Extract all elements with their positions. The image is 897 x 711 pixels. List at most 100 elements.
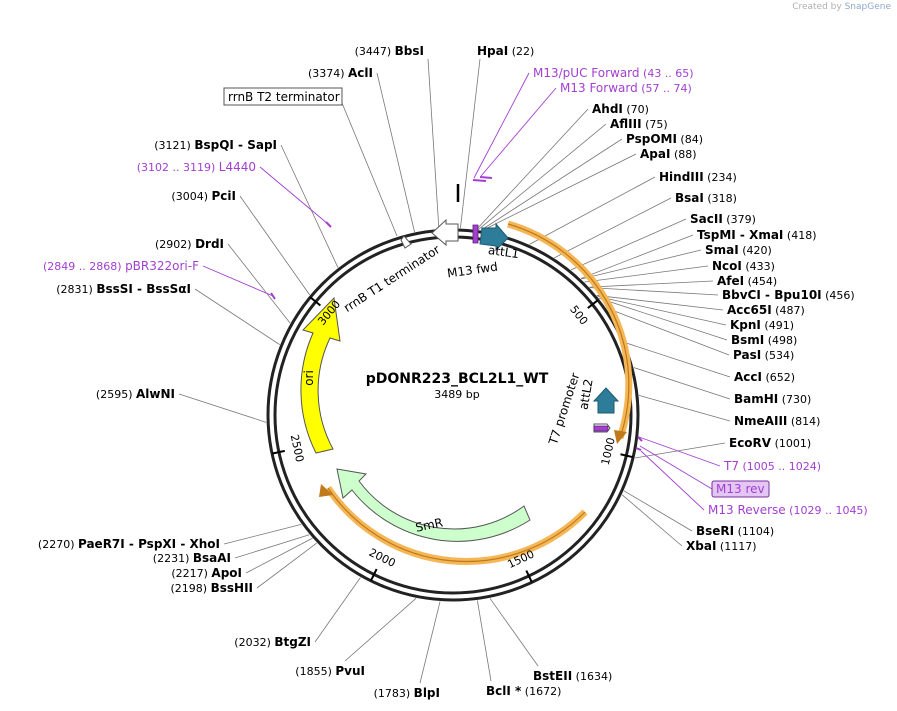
ori-feature[interactable]: ori xyxy=(300,296,341,454)
attl1-feature[interactable]: attL1 xyxy=(479,222,520,261)
site-paer7i[interactable]: (2270) PaeR7I - PspXI - XhoI xyxy=(38,537,220,551)
site-label: AccI (652) xyxy=(734,370,795,384)
enzyme-name: DrdI xyxy=(195,237,224,251)
site-bcli[interactable]: BclI * (1672) xyxy=(486,684,561,698)
site-apoi[interactable]: (2217) ApoI xyxy=(171,566,242,580)
smr-feature[interactable]: SmR xyxy=(336,468,531,542)
site-bamhi[interactable]: BamHI (730) xyxy=(734,392,811,406)
primer-m13-reverse[interactable]: M13 Reverse (1029 .. 1045) xyxy=(708,503,868,517)
connector-line xyxy=(178,393,267,423)
site-bsai[interactable]: BsaI (318) xyxy=(675,191,737,205)
enzyme-name: SmaI xyxy=(705,243,739,257)
site-bsssi[interactable]: (2831) BssSI - BssSαI xyxy=(56,282,191,296)
primer-label: M13 Forward (57 .. 74) xyxy=(560,81,692,95)
primer-t7[interactable]: T7 (1005 .. 1024) xyxy=(723,459,821,473)
site-coordinate: (1001) xyxy=(771,437,811,450)
primer-name: L4440 xyxy=(219,160,256,174)
enzyme-name: BsaI xyxy=(675,191,704,205)
site-bbvci[interactable]: BbvCI - Bpu10I (456) xyxy=(722,288,855,302)
site-label: BseRI (1104) xyxy=(696,524,774,538)
site-pvui[interactable]: (1855) PvuI xyxy=(295,664,365,678)
site-afliii[interactable]: AflIII (75) xyxy=(610,117,668,131)
attl1-label: attL1 xyxy=(487,243,520,261)
site-bbsi[interactable]: (3447) BbsI xyxy=(355,44,424,58)
tick-mark-1500 xyxy=(525,570,533,583)
primer-connector xyxy=(639,445,713,490)
site-pasi[interactable]: PasI (534) xyxy=(733,348,794,362)
site-nmeaiii[interactable]: NmeAIII (814) xyxy=(734,414,820,428)
site-coordinate: (70) xyxy=(623,103,649,116)
site-label: (2270) PaeR7I - PspXI - XhoI xyxy=(38,537,220,551)
site-coordinate: (3374) xyxy=(308,67,348,80)
tick-mark-1000 xyxy=(620,453,634,459)
site-coordinate: (456) xyxy=(822,289,855,302)
site-coordinate: (22) xyxy=(508,45,534,58)
site-bsshii[interactable]: (2198) BssHII xyxy=(171,581,253,595)
enzyme-name: AclI xyxy=(348,66,373,80)
site-hindiii[interactable]: HindIII (234) xyxy=(659,170,737,184)
site-bspqi[interactable]: (3121) BspQI - SapI xyxy=(154,138,277,152)
snapgene-branding: Created by SnapGene xyxy=(792,2,891,12)
site-coordinate: (487) xyxy=(772,304,805,317)
snapgene-logo: SnapGene xyxy=(844,2,891,12)
branding-prefix: Created by xyxy=(792,2,842,12)
site-blpi[interactable]: (1783) BlpI xyxy=(374,686,440,700)
plasmid-name: pDONR223_BCL2L1_WT xyxy=(366,371,549,387)
site-label: ApaI (88) xyxy=(640,147,697,161)
site-coordinate: (2595) xyxy=(96,388,136,401)
enzyme-name: AflIII xyxy=(610,117,642,131)
site-bsaai[interactable]: (2231) BsaAI xyxy=(153,551,231,565)
site-afei[interactable]: AfeI (454) xyxy=(717,274,777,288)
primer-connector xyxy=(640,450,705,511)
site-label: (3004) PciI xyxy=(171,189,236,203)
site-coordinate: (75) xyxy=(642,118,668,131)
site-xbai[interactable]: XbaI (1117) xyxy=(686,539,756,553)
site-bsmi[interactable]: BsmI (498) xyxy=(731,333,797,347)
tick-mark-2000 xyxy=(369,568,378,582)
site-sacii[interactable]: SacII (379) xyxy=(690,212,756,226)
site-label: EcoRV (1001) xyxy=(729,436,811,450)
site-ahdi[interactable]: AhdI (70) xyxy=(592,102,649,116)
site-smai[interactable]: SmaI (420) xyxy=(705,243,772,257)
site-hpai[interactable]: HpaI (22) xyxy=(477,44,534,58)
site-tspmi[interactable]: TspMI - XmaI (418) xyxy=(697,228,816,242)
site-acc65i[interactable]: Acc65I (487) xyxy=(727,303,805,317)
site-coordinate: (420) xyxy=(739,244,772,257)
primer-pbr322ori-f[interactable]: (2849 .. 2868) pBR322ori-F xyxy=(43,259,199,273)
primer-coordinate: (1005 .. 1024) xyxy=(739,460,821,473)
site-label: (1855) PvuI xyxy=(295,664,365,678)
site-kpni[interactable]: KpnI (491) xyxy=(730,318,794,332)
rrnb-t2-label[interactable]: rrnB T2 terminator xyxy=(228,90,340,104)
white-arrow-feature[interactable] xyxy=(431,218,459,247)
site-btgzi[interactable]: (2032) BtgZI xyxy=(234,635,311,649)
site-apai[interactable]: ApaI (88) xyxy=(640,147,697,161)
site-pspomi[interactable]: PspOMI (84) xyxy=(626,132,703,146)
primer-m13-rev[interactable]: M13 rev xyxy=(716,482,765,496)
orange-feature-bottom[interactable] xyxy=(319,484,588,565)
site-label: TspMI - XmaI (418) xyxy=(697,228,816,242)
primer-label: M13/pUC Forward (43 .. 65) xyxy=(533,66,694,80)
site-bseri[interactable]: BseRI (1104) xyxy=(696,524,774,538)
site-acli[interactable]: (3374) AclI xyxy=(308,66,373,80)
site-bsteii[interactable]: BstEII (1634) xyxy=(533,669,612,683)
primer-name: pBR322ori-F xyxy=(125,259,199,273)
enzyme-name: NmeAIII xyxy=(734,414,787,428)
site-ecorv[interactable]: EcoRV (1001) xyxy=(729,436,811,450)
primer-m13-puc-forward[interactable]: M13/pUC Forward (43 .. 65) xyxy=(533,66,694,80)
connector-line xyxy=(625,342,731,378)
enzyme-name: BclI * xyxy=(486,684,522,698)
primer-m13-forward[interactable]: M13 Forward (57 .. 74) xyxy=(560,81,692,95)
site-drdi[interactable]: (2902) DrdI xyxy=(155,237,224,251)
connector-line xyxy=(419,601,441,684)
attl2-feature[interactable]: attL2 xyxy=(576,378,620,414)
orange-feature-top[interactable] xyxy=(507,220,633,444)
enzyme-name: AccI xyxy=(734,370,762,384)
enzyme-name: ApoI xyxy=(211,566,242,580)
site-alwni[interactable]: (2595) AlwNI xyxy=(96,387,175,401)
primer-l4440[interactable]: (3102 .. 3119) L4440 xyxy=(137,160,256,174)
site-pcii[interactable]: (3004) PciI xyxy=(171,189,236,203)
site-coordinate: (418) xyxy=(783,229,816,242)
site-ncoi[interactable]: NcoI (433) xyxy=(712,259,775,273)
site-acci[interactable]: AccI (652) xyxy=(734,370,795,384)
